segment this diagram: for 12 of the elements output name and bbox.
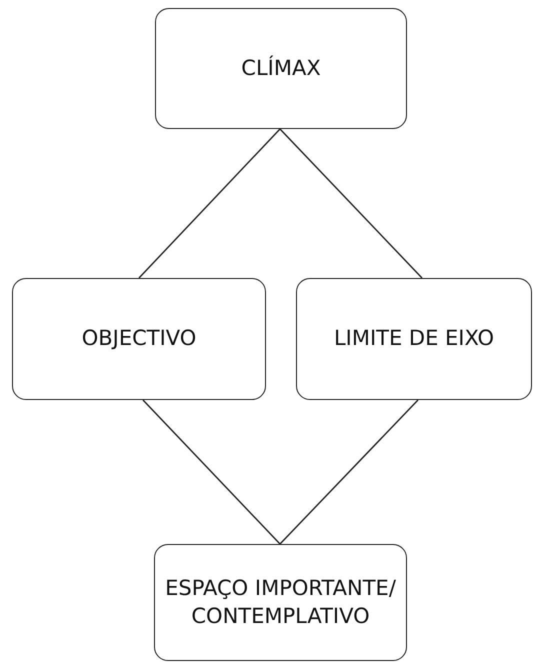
- rounded-box: [154, 544, 407, 661]
- rounded-box: [12, 278, 266, 400]
- rounded-box: [296, 278, 532, 400]
- box-label: OBJECTIVO: [82, 325, 196, 352]
- box-label: LIMITE DE EIXO: [334, 325, 494, 352]
- connector-line: [280, 128, 422, 278]
- box-label: ESPAÇO IMPORTANTE/ CONTEMPLATIVO: [164, 575, 397, 630]
- connector-line: [142, 400, 280, 544]
- connector-line: [280, 400, 418, 544]
- rounded-box: [155, 8, 407, 129]
- box-label: CLÍMAX: [241, 54, 321, 82]
- connector-line: [138, 128, 280, 278]
